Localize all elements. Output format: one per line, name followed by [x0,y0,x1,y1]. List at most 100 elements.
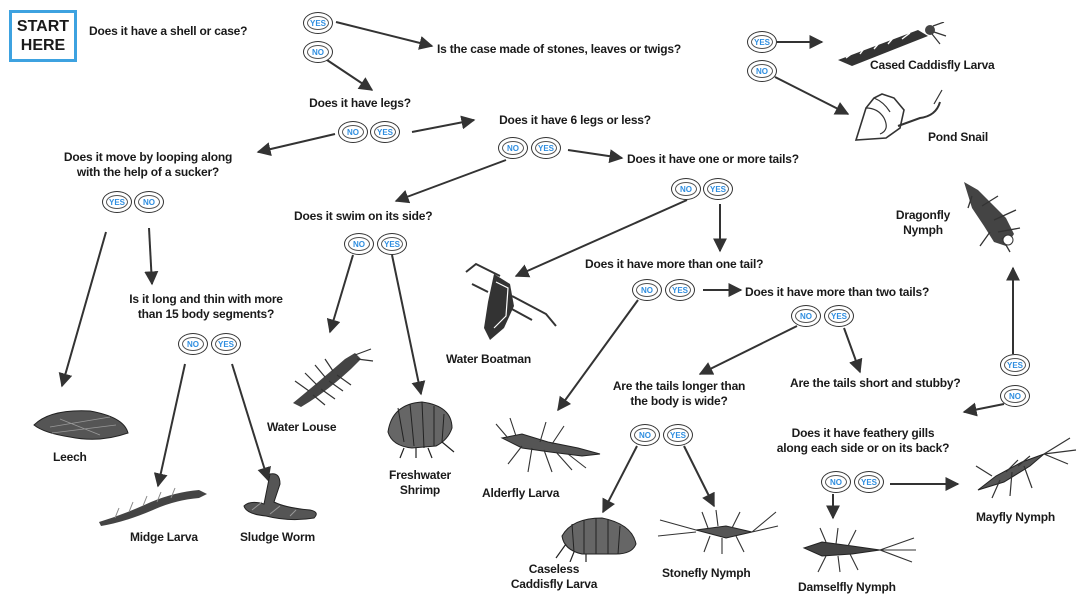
arrow-no-to-pond-snail [775,77,848,114]
q6-yes-button[interactable]: YES [703,178,733,200]
q2-yes-button[interactable]: YES [747,31,777,53]
start-label: START [17,18,69,35]
q7-yes-button[interactable]: YES [377,233,407,255]
arrow-no-to-q5 [258,134,335,152]
dragonfly-label-line2: Nymph [903,223,943,237]
yes-label: YES [377,128,393,137]
question-more-than-one-tail: Does it have more than one tail? [585,257,763,272]
yes-label: YES [538,144,554,153]
question-shell-or-case: Does it have a shell or case? [89,24,247,39]
stonefly-nymph-illustration [656,506,780,558]
yes-label: YES [109,198,125,207]
shrimp-label-line1: Freshwater [389,468,451,482]
mayfly-nymph-label: Mayfly Nymph [976,510,1055,525]
question-case-material: Is the case made of stones, leaves or tw… [437,42,681,57]
q8-yes-button[interactable]: YES [665,279,695,301]
mayfly-nymph-illustration [966,436,1078,506]
question-tails-longer-than-body-line2: the body is wide? [630,394,727,408]
no-label: NO [800,312,812,321]
question-feathery-gills-line2: along each side or on its back? [777,441,950,455]
no-label: NO [641,286,653,295]
q7-no-button[interactable]: NO [344,233,374,255]
water-boatman-illustration [462,262,558,348]
question-moves-by-looping-line1: Does it move by looping along [64,150,232,164]
damselfly-nymph-label: Damselfly Nymph [798,580,896,595]
question-feathery-gills-line1: Does it have feathery gills [792,426,935,440]
arrow-no-to-q3 [327,60,372,90]
q11-no-button[interactable]: NO [1000,385,1030,407]
no-label: NO [143,198,155,207]
no-label: NO [312,48,324,57]
arrow-yes-to-q6 [568,150,622,158]
leech-illustration [30,403,130,443]
arrow-yes-to-shrimp [392,255,421,394]
arrow-no-to-q12 [700,326,797,374]
arrow-no-to-q7 [396,160,506,201]
leech-label: Leech [53,450,87,465]
q5-no-button[interactable]: NO [134,191,164,213]
yes-label: YES [831,312,847,321]
q6-no-button[interactable]: NO [671,178,701,200]
yes-label: YES [710,185,726,194]
freshwater-shrimp-label: Freshwater Shrimp [370,468,470,498]
midge-larva-label: Midge Larva [130,530,198,545]
q9-yes-button[interactable]: YES [824,305,854,327]
arrow-yes-to-sludge-worm [232,364,268,480]
q4-no-button[interactable]: NO [498,137,528,159]
no-label: NO [756,67,768,76]
arrow-no-to-midge [158,364,185,486]
caseless-caddisfly-larva-label: Caseless Caddisfly Larva [500,562,608,592]
q2-no-button[interactable]: NO [747,60,777,82]
q3-no-button[interactable]: NO [338,121,368,143]
arrow-no-to-q13 [964,404,1004,412]
question-more-than-two-tails: Does it have more than two tails? [745,285,929,300]
question-tails-longer-than-body-line1: Are the tails longer than [613,379,745,393]
q11-yes-button[interactable]: YES [1000,354,1030,376]
no-label: NO [1009,392,1021,401]
freshwater-shrimp-illustration [382,398,462,460]
q10-no-button[interactable]: NO [178,333,208,355]
midge-larva-illustration [95,486,213,526]
stonefly-nymph-label: Stonefly Nymph [662,566,751,581]
cased-caddisfly-larva-label: Cased Caddisfly Larva [870,58,995,73]
yes-label: YES [754,38,770,47]
pond-snail-label: Pond Snail [928,130,988,145]
no-label: NO [507,144,519,153]
q8-no-button[interactable]: NO [632,279,662,301]
sludge-worm-illustration [240,470,322,524]
question-swims-on-side: Does it swim on its side? [294,209,432,224]
q4-yes-button[interactable]: YES [531,137,561,159]
water-boatman-label: Water Boatman [446,352,531,367]
arrow-yes-to-q2 [336,22,432,46]
yes-label: YES [861,478,877,487]
yes-label: YES [1007,361,1023,370]
q9-no-button[interactable]: NO [791,305,821,327]
no-label: NO [830,478,842,487]
question-long-and-thin-line2: than 15 body segments? [138,307,274,321]
q10-yes-button[interactable]: YES [211,333,241,355]
arrow-yes-to-q4 [412,120,474,132]
question-one-or-more-tails: Does it have one or more tails? [627,152,799,167]
shrimp-label-line2: Shrimp [400,483,440,497]
dragonfly-nymph-label: Dragonfly Nymph [888,208,958,238]
caseless-label-line2: Caddisfly Larva [511,577,597,591]
q3-yes-button[interactable]: YES [370,121,400,143]
arrow-no-to-caseless-caddisfly [603,446,637,512]
q12-yes-button[interactable]: YES [663,424,693,446]
q13-no-button[interactable]: NO [821,471,851,493]
q12-no-button[interactable]: NO [630,424,660,446]
q13-yes-button[interactable]: YES [854,471,884,493]
question-moves-by-looping-line2: with the help of a sucker? [77,165,219,179]
arrow-yes-to-q11 [844,328,860,372]
q1-no-button[interactable]: NO [303,41,333,63]
arrow-yes-to-stonefly [684,446,714,506]
question-moves-by-looping: Does it move by looping along with the h… [28,150,268,180]
alderfly-larva-illustration [488,412,606,478]
dragonfly-label-line1: Dragonfly [896,208,950,222]
dragonfly-nymph-illustration [958,176,1030,256]
q1-yes-button[interactable]: YES [303,12,333,34]
q5-yes-button[interactable]: YES [102,191,132,213]
sludge-worm-label: Sludge Worm [240,530,315,545]
caseless-label-line1: Caseless [529,562,579,576]
